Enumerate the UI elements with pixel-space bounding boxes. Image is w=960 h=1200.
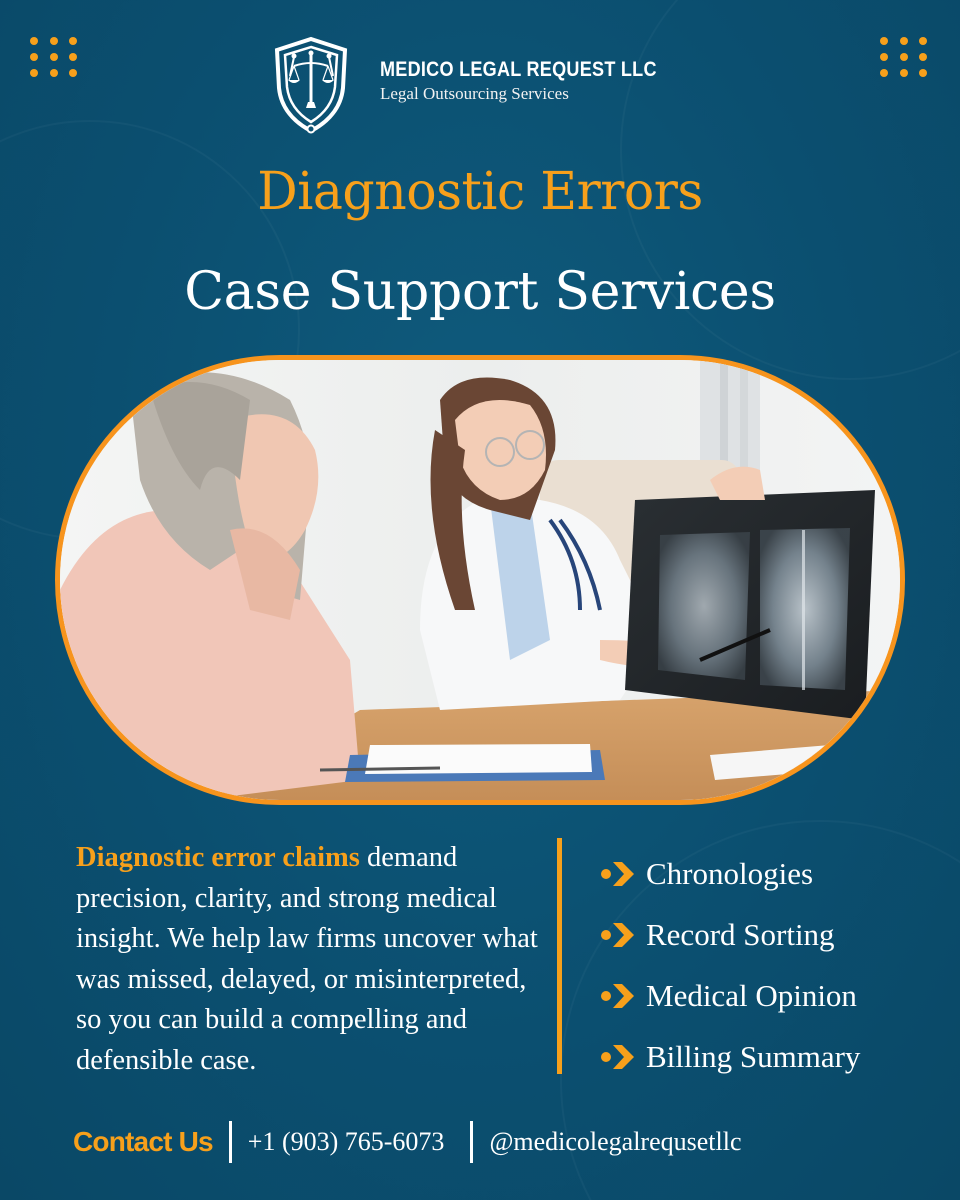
service-item-billing-summary: Billing Summary	[600, 1026, 860, 1087]
brand-tagline: Legal Outsourcing Services	[380, 84, 569, 103]
headline-secondary: Case Support Services	[184, 262, 776, 322]
contact-footer: Contact Us +1 (903) 765-6073 @medicolega…	[73, 1120, 742, 1164]
doctor-xray-photo-illustration	[60, 360, 900, 800]
footer-divider	[470, 1121, 474, 1163]
service-label: Billing Summary	[646, 1038, 861, 1074]
dot-chevron-right-icon	[601, 983, 634, 1008]
description-text: demand precision, clarity, and strong me…	[76, 842, 538, 1076]
dot-chevron-right-icon	[601, 861, 634, 886]
service-label: Chronologies	[646, 855, 814, 891]
brand-logo: MEDICO LEGAL REQUEST LLC Legal Outsourci…	[272, 36, 702, 134]
dot-chevron-right-icon	[601, 922, 634, 947]
section-divider	[557, 838, 562, 1074]
services-list: Chronologies Record Sorting Medical Opin…	[600, 843, 860, 1087]
contact-us-label: Contact Us	[73, 1126, 214, 1157]
decorative-dot-grid-right	[880, 37, 928, 85]
service-label: Record Sorting	[646, 916, 835, 952]
hero-photo	[55, 355, 905, 805]
footer-divider	[228, 1121, 232, 1163]
shield-scales-stethoscope-icon	[274, 36, 348, 134]
social-handle[interactable]: @medicolegalrequsetllc	[489, 1127, 742, 1156]
service-label: Medical Opinion	[646, 977, 857, 1013]
service-item-medical-opinion: Medical Opinion	[600, 965, 860, 1026]
headline-primary: Diagnostic Errors	[257, 162, 703, 222]
brand-name: MEDICO LEGAL REQUEST LLC	[380, 58, 657, 81]
service-item-record-sorting: Record Sorting	[600, 904, 860, 965]
phone-number[interactable]: +1 (903) 765-6073	[247, 1127, 445, 1156]
service-item-chronologies: Chronologies	[600, 843, 860, 904]
dot-chevron-right-icon	[601, 1044, 634, 1069]
description-paragraph: Diagnostic error claims demand precision…	[76, 838, 546, 1081]
description-highlight: Diagnostic error claims	[76, 842, 360, 873]
decorative-dot-grid-left	[30, 37, 78, 85]
